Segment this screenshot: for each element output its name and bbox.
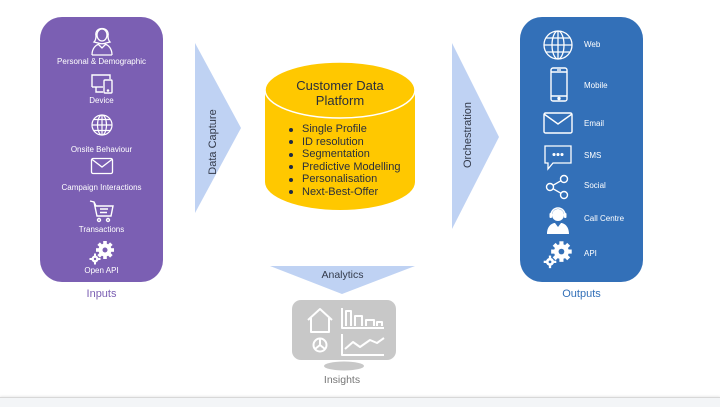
input-item-onsite-behaviour: Onsite Behaviour [40,113,163,154]
data-capture-label: Data Capture [207,109,219,175]
bottom-bar [0,397,720,407]
orchestration-label: Orchestration [462,101,474,169]
globe-icon [543,30,573,60]
cdp-feature: Predictive Modelling [285,161,400,174]
output-item-email: Email [520,112,643,146]
input-item-device: Device [40,73,163,105]
output-label: Mobile [584,81,608,90]
shopping-cart-icon [89,200,114,223]
orchestration-arrow [452,43,499,229]
output-item-social: Social [520,174,643,208]
cdp-title-line1: Customer Data [296,78,384,93]
data-capture-arrow [195,43,241,213]
input-item-campaign-interactions: Campaign Interactions [40,157,163,192]
output-item-call-centre: Call Centre [520,205,643,239]
output-label: Social [584,181,606,190]
input-label: Device [89,96,114,105]
cdp-title-line2: Platform [315,93,365,108]
inputs-caption: Inputs [86,288,117,300]
input-label: Campaign Interactions [61,183,142,192]
input-label: Personal & Demographic [57,57,146,66]
input-label: Onsite Behaviour [70,145,133,154]
gears-icon [543,241,572,269]
chat-bubble-icon [544,145,572,171]
analytics-arrow [270,266,415,294]
gears-icon [89,241,114,265]
output-item-api: API [520,241,643,275]
input-label: Transactions [78,225,125,234]
output-label: Web [584,40,601,49]
input-item-transactions: Transactions [40,200,163,234]
output-label: API [584,249,597,258]
cdp-feature: Personalisation [285,173,400,186]
envelope-icon [543,112,573,134]
headset-agent-icon [547,207,569,234]
output-item-sms: SMS [520,144,643,178]
insights-label: Insights [323,374,361,386]
cdp-feature-list: Single Profile ID resolution Segmentatio… [285,123,400,199]
cdp-feature: Single Profile [285,123,400,136]
person-icon [90,27,113,56]
cdp-feature: Next-Best-Offer [285,186,400,199]
devices-icon [90,74,113,94]
share-icon [545,174,569,200]
envelope-icon [90,157,113,175]
customer-data-platform-cylinder [264,61,416,210]
output-label: Call Centre [584,214,625,223]
input-item-personal-demographic: Personal & Demographic [40,22,163,66]
inputs-panel: Personal & Demographic Device Onsite Beh… [40,17,163,282]
dashboard-monitor-icon [292,300,396,371]
cdp-feature: ID resolution [285,136,400,149]
input-item-open-api: Open API [40,241,163,275]
outputs-caption: Outputs [562,288,601,300]
output-item-mobile: Mobile [520,67,643,102]
smartphone-icon [550,67,568,102]
cdp-title: Customer Data Platform [265,78,415,108]
analytics-label: Analytics [321,269,364,281]
globe-icon [90,114,113,136]
cdp-feature: Segmentation [285,148,400,161]
outputs-panel: Web Mobile Email SMS S [520,17,643,282]
output-item-web: Web [520,29,643,63]
output-label: Email [584,119,605,128]
input-label: Open API [84,266,119,275]
output-label: SMS [584,151,602,160]
